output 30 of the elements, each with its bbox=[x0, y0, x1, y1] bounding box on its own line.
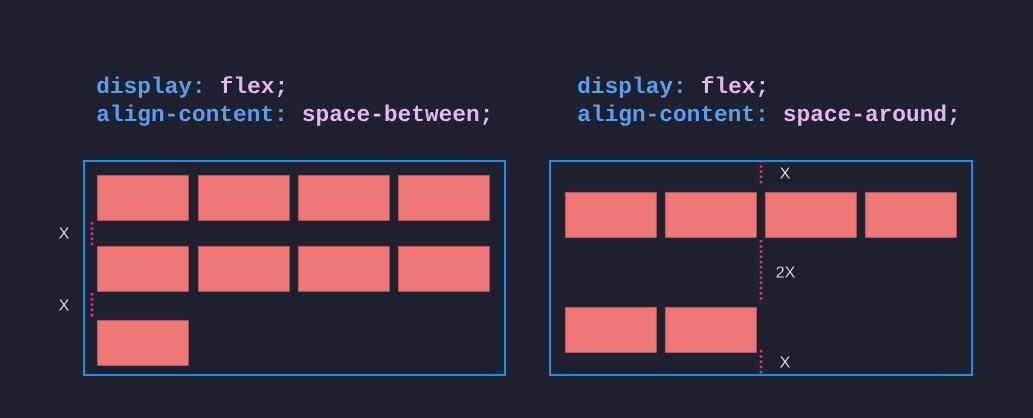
container-box bbox=[549, 160, 973, 376]
item-box bbox=[765, 192, 857, 238]
item-box bbox=[198, 175, 290, 221]
code-text: align-content: bbox=[97, 104, 283, 126]
item-box bbox=[665, 307, 757, 353]
item-box bbox=[97, 246, 189, 292]
code-text: align-content: bbox=[578, 104, 764, 126]
item-box bbox=[97, 320, 189, 366]
code-text: flex; bbox=[702, 76, 765, 98]
code-text: space-between; bbox=[303, 104, 489, 126]
code-text: display: bbox=[578, 76, 682, 98]
item-box bbox=[565, 307, 657, 353]
code-text: space-around; bbox=[784, 104, 956, 126]
dimension-label: 2X bbox=[776, 266, 795, 278]
item-box bbox=[398, 175, 490, 221]
item-box bbox=[298, 175, 390, 221]
container-box bbox=[83, 160, 506, 376]
dimension-label: X bbox=[780, 356, 790, 368]
dimension-label: X bbox=[780, 167, 790, 179]
item-box bbox=[565, 192, 657, 238]
dimension-label: X bbox=[59, 227, 69, 239]
item-box bbox=[398, 246, 490, 292]
item-box bbox=[865, 192, 957, 238]
code-text: flex; bbox=[221, 76, 284, 98]
item-box bbox=[665, 192, 757, 238]
dimension-label: X bbox=[59, 299, 69, 311]
item-box bbox=[298, 246, 390, 292]
code-text: display: bbox=[97, 76, 201, 98]
item-box bbox=[97, 175, 189, 221]
item-box bbox=[198, 246, 290, 292]
